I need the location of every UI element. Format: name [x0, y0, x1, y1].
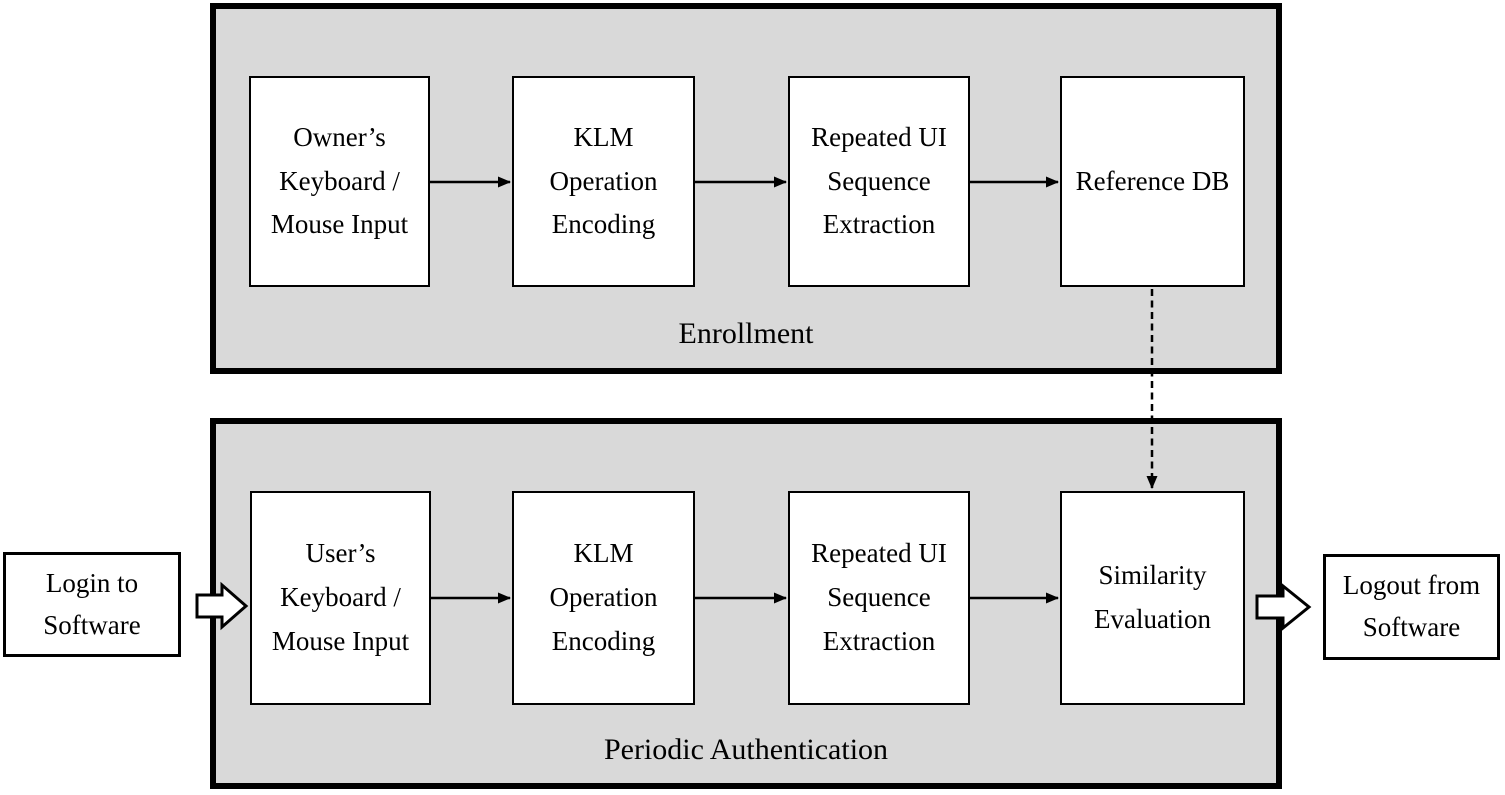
node-logout-from-software: Logout from Software — [1323, 554, 1500, 660]
node-repeated-ui-sequence-extraction-authentication: Repeated UI Sequence Extraction — [788, 491, 970, 705]
node-reference-db: Reference DB — [1060, 76, 1245, 287]
node-klm-operation-encoding-authentication: KLM Operation Encoding — [512, 491, 695, 705]
node-similarity-evaluation: Similarity Evaluation — [1060, 491, 1245, 705]
node-users-keyboard-mouse-input: User’s Keyboard / Mouse Input — [250, 491, 431, 705]
node-repeated-ui-sequence-extraction-enrollment: Repeated UI Sequence Extraction — [788, 76, 970, 287]
enrollment-caption: Enrollment — [678, 317, 814, 350]
node-login-to-software: Login to Software — [3, 552, 181, 657]
node-owners-keyboard-mouse-input: Owner’s Keyboard / Mouse Input — [249, 76, 430, 287]
node-klm-operation-encoding-enrollment: KLM Operation Encoding — [512, 76, 695, 287]
periodic-authentication-caption: Periodic Authentication — [603, 733, 889, 766]
